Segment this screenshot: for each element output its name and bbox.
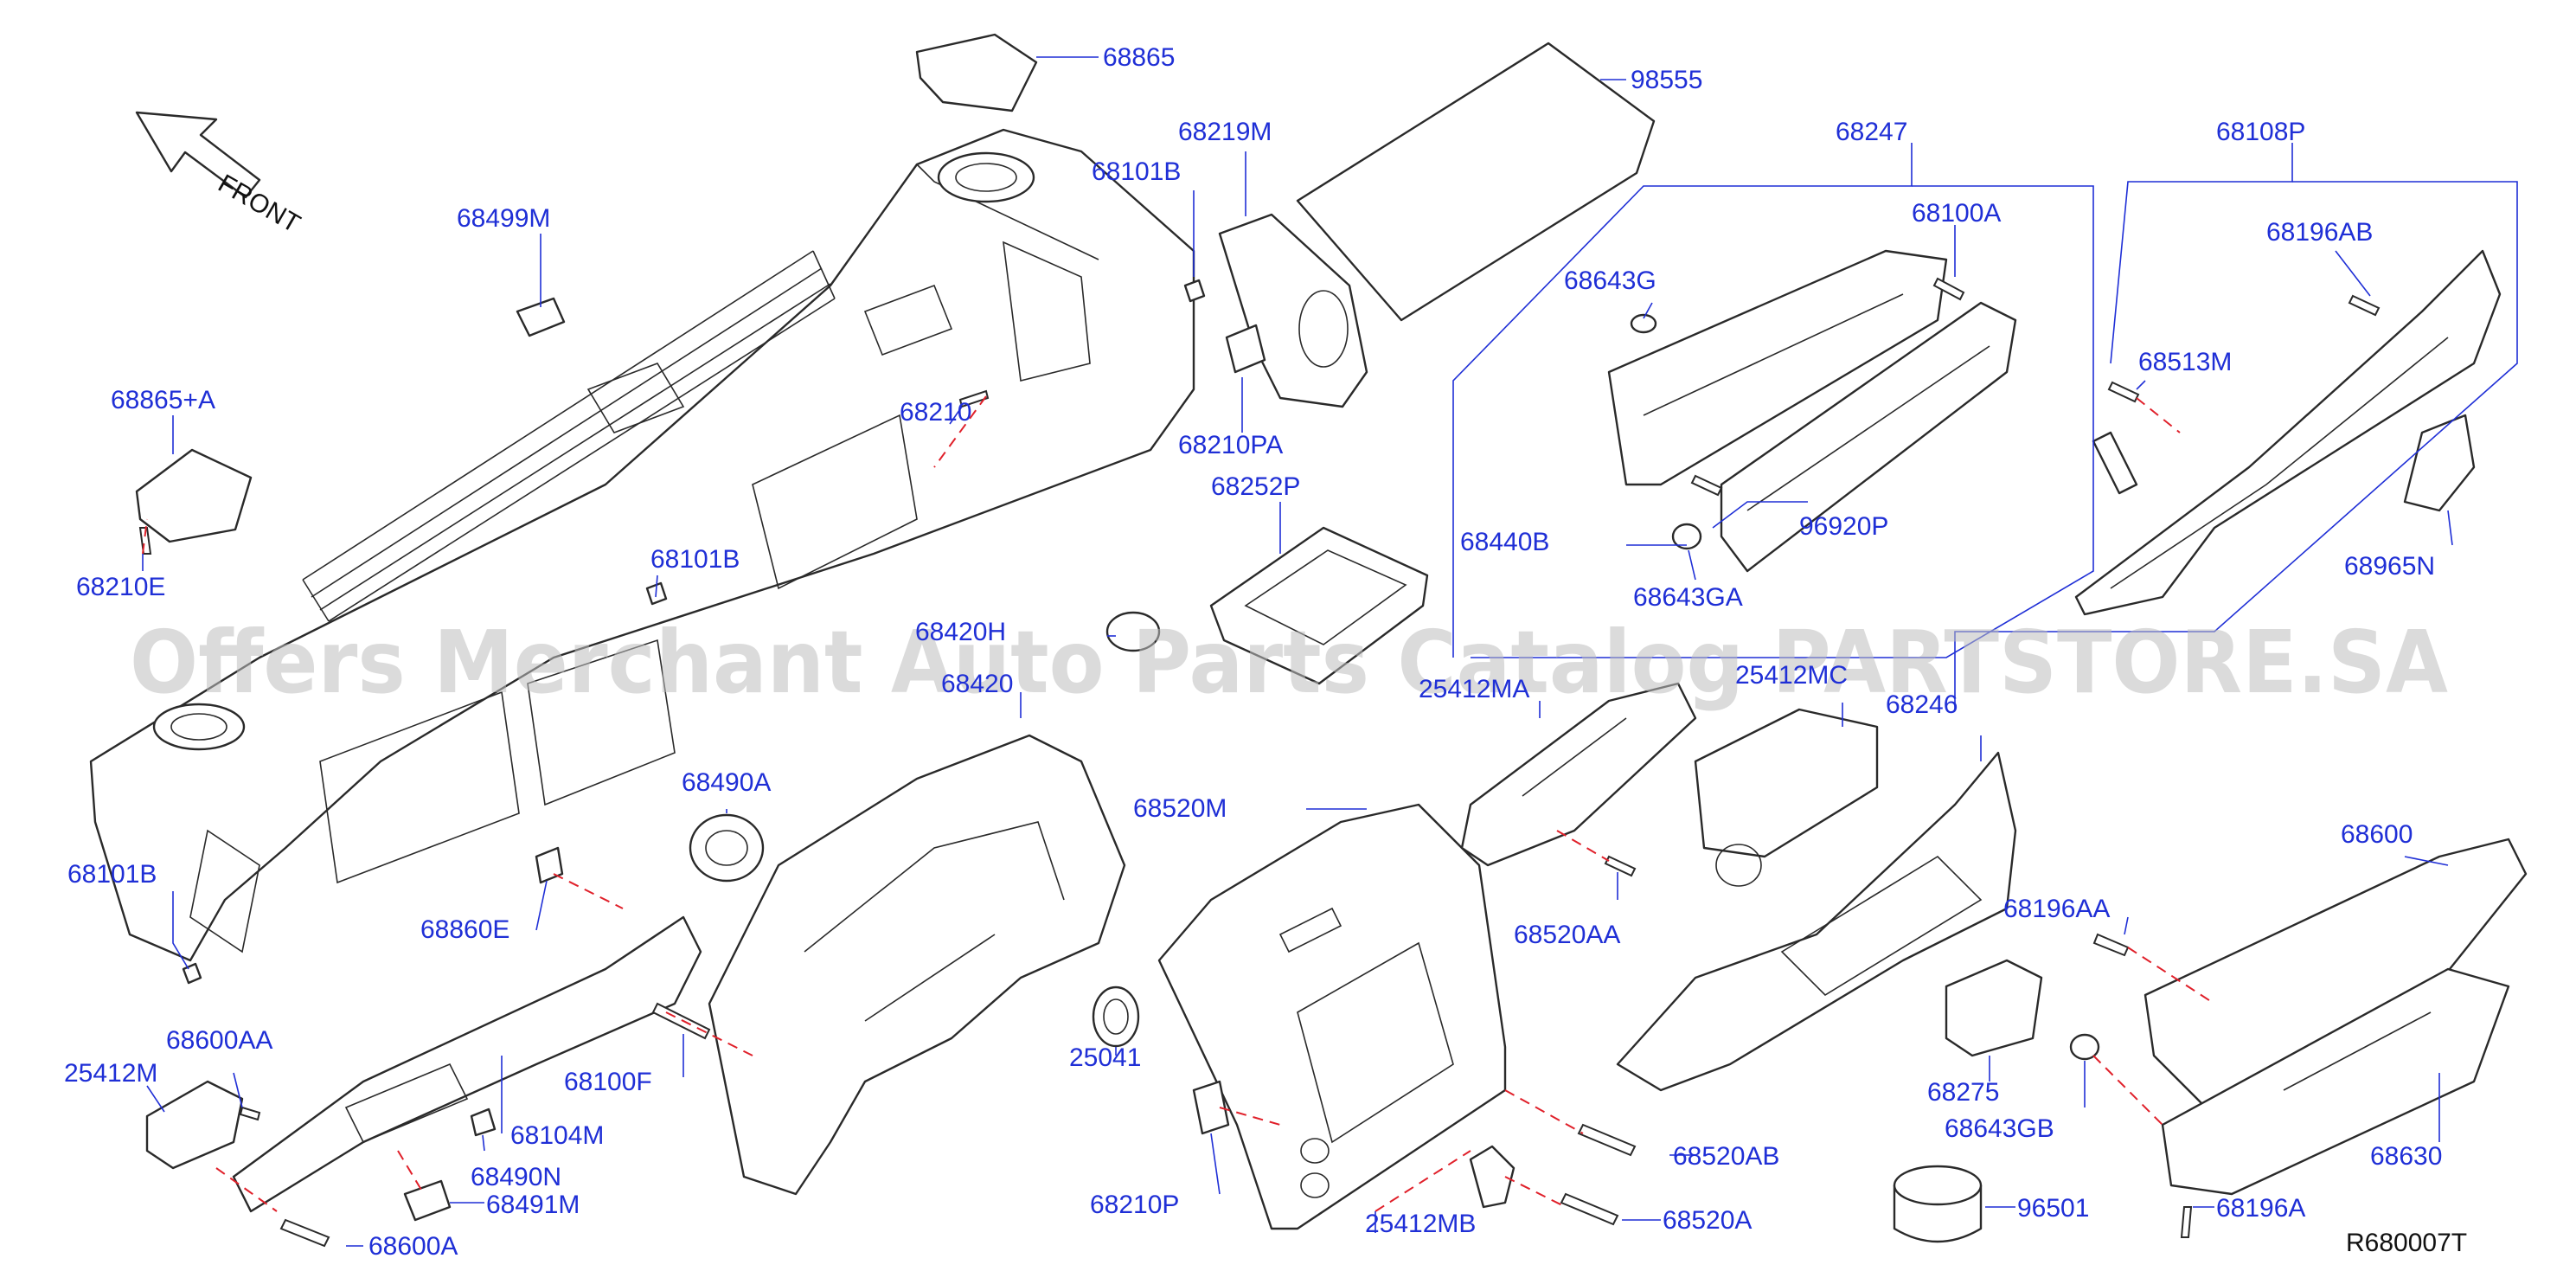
part-68104m-lower-panel xyxy=(232,915,702,1213)
part-68420h-knob xyxy=(1105,611,1161,652)
part-68643gb-bumper xyxy=(2069,1033,2100,1061)
callout-68246: 68246 xyxy=(1886,690,1958,719)
part-25041-ring xyxy=(1092,985,1140,1048)
callout-68196aa: 68196AA xyxy=(2003,895,2110,923)
front-arrow-icon xyxy=(135,111,261,199)
part-25412m-switch xyxy=(145,1080,244,1170)
diagram-code: R680007T xyxy=(2346,1229,2467,1257)
callout-68865a: 68865+A xyxy=(111,386,215,414)
callout-68440b: 68440B xyxy=(1460,528,1549,556)
callout-68104m: 68104M xyxy=(510,1121,604,1150)
part-68491m-cover xyxy=(403,1179,452,1222)
callout-68600: 68600 xyxy=(2341,820,2413,849)
part-68630-glove-lid xyxy=(2161,967,2510,1196)
callout-68643ga: 68643GA xyxy=(1633,583,1743,612)
callout-25412m: 25412M xyxy=(64,1059,157,1088)
callout-68600aa: 68600AA xyxy=(166,1026,272,1055)
part-96920p-lid xyxy=(1720,301,2017,573)
callout-68210e: 68210E xyxy=(76,573,165,601)
callout-68643g: 68643G xyxy=(1564,266,1656,295)
callout-68219m: 68219M xyxy=(1178,118,1272,146)
callout-68643gb: 68643GB xyxy=(1945,1114,2054,1143)
callout-68101b-top: 68101B xyxy=(1092,157,1181,186)
part-68643ga-bumper xyxy=(1671,523,1702,550)
part-68865-cap xyxy=(915,33,1038,112)
part-68490n-plug xyxy=(470,1107,497,1137)
callout-68196ab: 68196AB xyxy=(2266,218,2373,247)
callout-68247: 68247 xyxy=(1836,118,1907,146)
part-68210pa-clip xyxy=(1225,324,1266,374)
callout-68210p: 68210P xyxy=(1090,1191,1179,1219)
part-25412mb-switch xyxy=(1469,1145,1515,1209)
callout-25412ma: 25412MA xyxy=(1419,675,1529,703)
callout-68513m: 68513M xyxy=(2138,348,2232,376)
callout-96501: 96501 xyxy=(2017,1194,2089,1223)
callout-68210: 68210 xyxy=(900,398,971,427)
callout-68490a: 68490A xyxy=(682,768,771,797)
part-68108p-panel xyxy=(2074,249,2502,616)
callout-68520a: 68520A xyxy=(1663,1206,1752,1235)
assembly-dash-lines xyxy=(142,395,2215,1212)
watermark: Offers Merchant Auto Parts Catalog PARTS… xyxy=(130,612,2448,713)
part-68965n-cover xyxy=(2403,414,2476,512)
callout-25412mc: 25412MC xyxy=(1735,661,1848,690)
part-68420-cluster-hood xyxy=(708,734,1126,1196)
callout-68100a: 68100A xyxy=(1912,199,2001,228)
leader-lines xyxy=(142,56,2518,1247)
part-68252p-tray xyxy=(1209,526,1429,685)
callout-68491m: 68491M xyxy=(486,1191,580,1219)
callout-25041: 25041 xyxy=(1069,1043,1141,1072)
callout-98555: 98555 xyxy=(1631,66,1702,94)
part-68860e-clip xyxy=(535,846,564,884)
part-68101b-clip-upper xyxy=(1183,279,1206,303)
callout-labels: 68865 98555 68219M 68101B 68247 68108P 6… xyxy=(64,43,2442,1261)
part-68247-glove-box xyxy=(1607,249,1948,486)
callout-68196a: 68196A xyxy=(2216,1194,2305,1223)
part-25412ma-switch-panel xyxy=(1460,682,1697,867)
part-68246-console xyxy=(1616,751,2017,1092)
callout-68630: 68630 xyxy=(2370,1142,2442,1171)
part-68865a-lid xyxy=(135,448,253,543)
callout-68210pa: 68210PA xyxy=(1178,431,1283,459)
part-68210p-clip xyxy=(1192,1080,1230,1135)
callout-68101b-left: 68101B xyxy=(67,860,157,889)
bolts xyxy=(138,277,2381,1248)
callout-68520ab: 68520AB xyxy=(1673,1142,1779,1171)
part-68520m-center-cluster xyxy=(1157,803,1507,1230)
callout-68420: 68420 xyxy=(941,670,1013,698)
callout-68100f: 68100F xyxy=(564,1068,652,1096)
callout-68490n: 68490N xyxy=(471,1163,561,1191)
part-68643g-bumper xyxy=(1630,313,1657,334)
callout-68420h: 68420H xyxy=(915,618,1006,646)
part-68600-glove-box xyxy=(2143,838,2528,1118)
callout-68865: 68865 xyxy=(1103,43,1175,72)
callout-68520m: 68520M xyxy=(1133,794,1227,823)
part-68513m-bracket xyxy=(2092,431,2138,495)
callout-68965n: 68965N xyxy=(2344,552,2435,581)
part-98555-cover xyxy=(1296,42,1656,322)
callout-68860e: 68860E xyxy=(420,915,509,944)
callout-25412mb: 25412MB xyxy=(1365,1210,1476,1238)
callout-68275: 68275 xyxy=(1927,1078,1999,1107)
callout-68252p: 68252P xyxy=(1211,472,1300,501)
callout-68520aa: 68520AA xyxy=(1514,921,1620,949)
callout-68108p: 68108P xyxy=(2216,118,2305,146)
part-25412mc-box xyxy=(1694,708,1879,858)
part-68275-cup-holder xyxy=(1945,959,2043,1057)
part-68499m-cap xyxy=(516,297,566,337)
callout-68600a: 68600A xyxy=(368,1232,458,1261)
callout-96920p: 96920P xyxy=(1799,512,1888,541)
callout-68499m: 68499M xyxy=(457,204,550,233)
part-68101b-clip-lower xyxy=(182,962,202,985)
callout-68101b-mid: 68101B xyxy=(650,545,740,574)
part-68490a-knob xyxy=(689,813,765,883)
